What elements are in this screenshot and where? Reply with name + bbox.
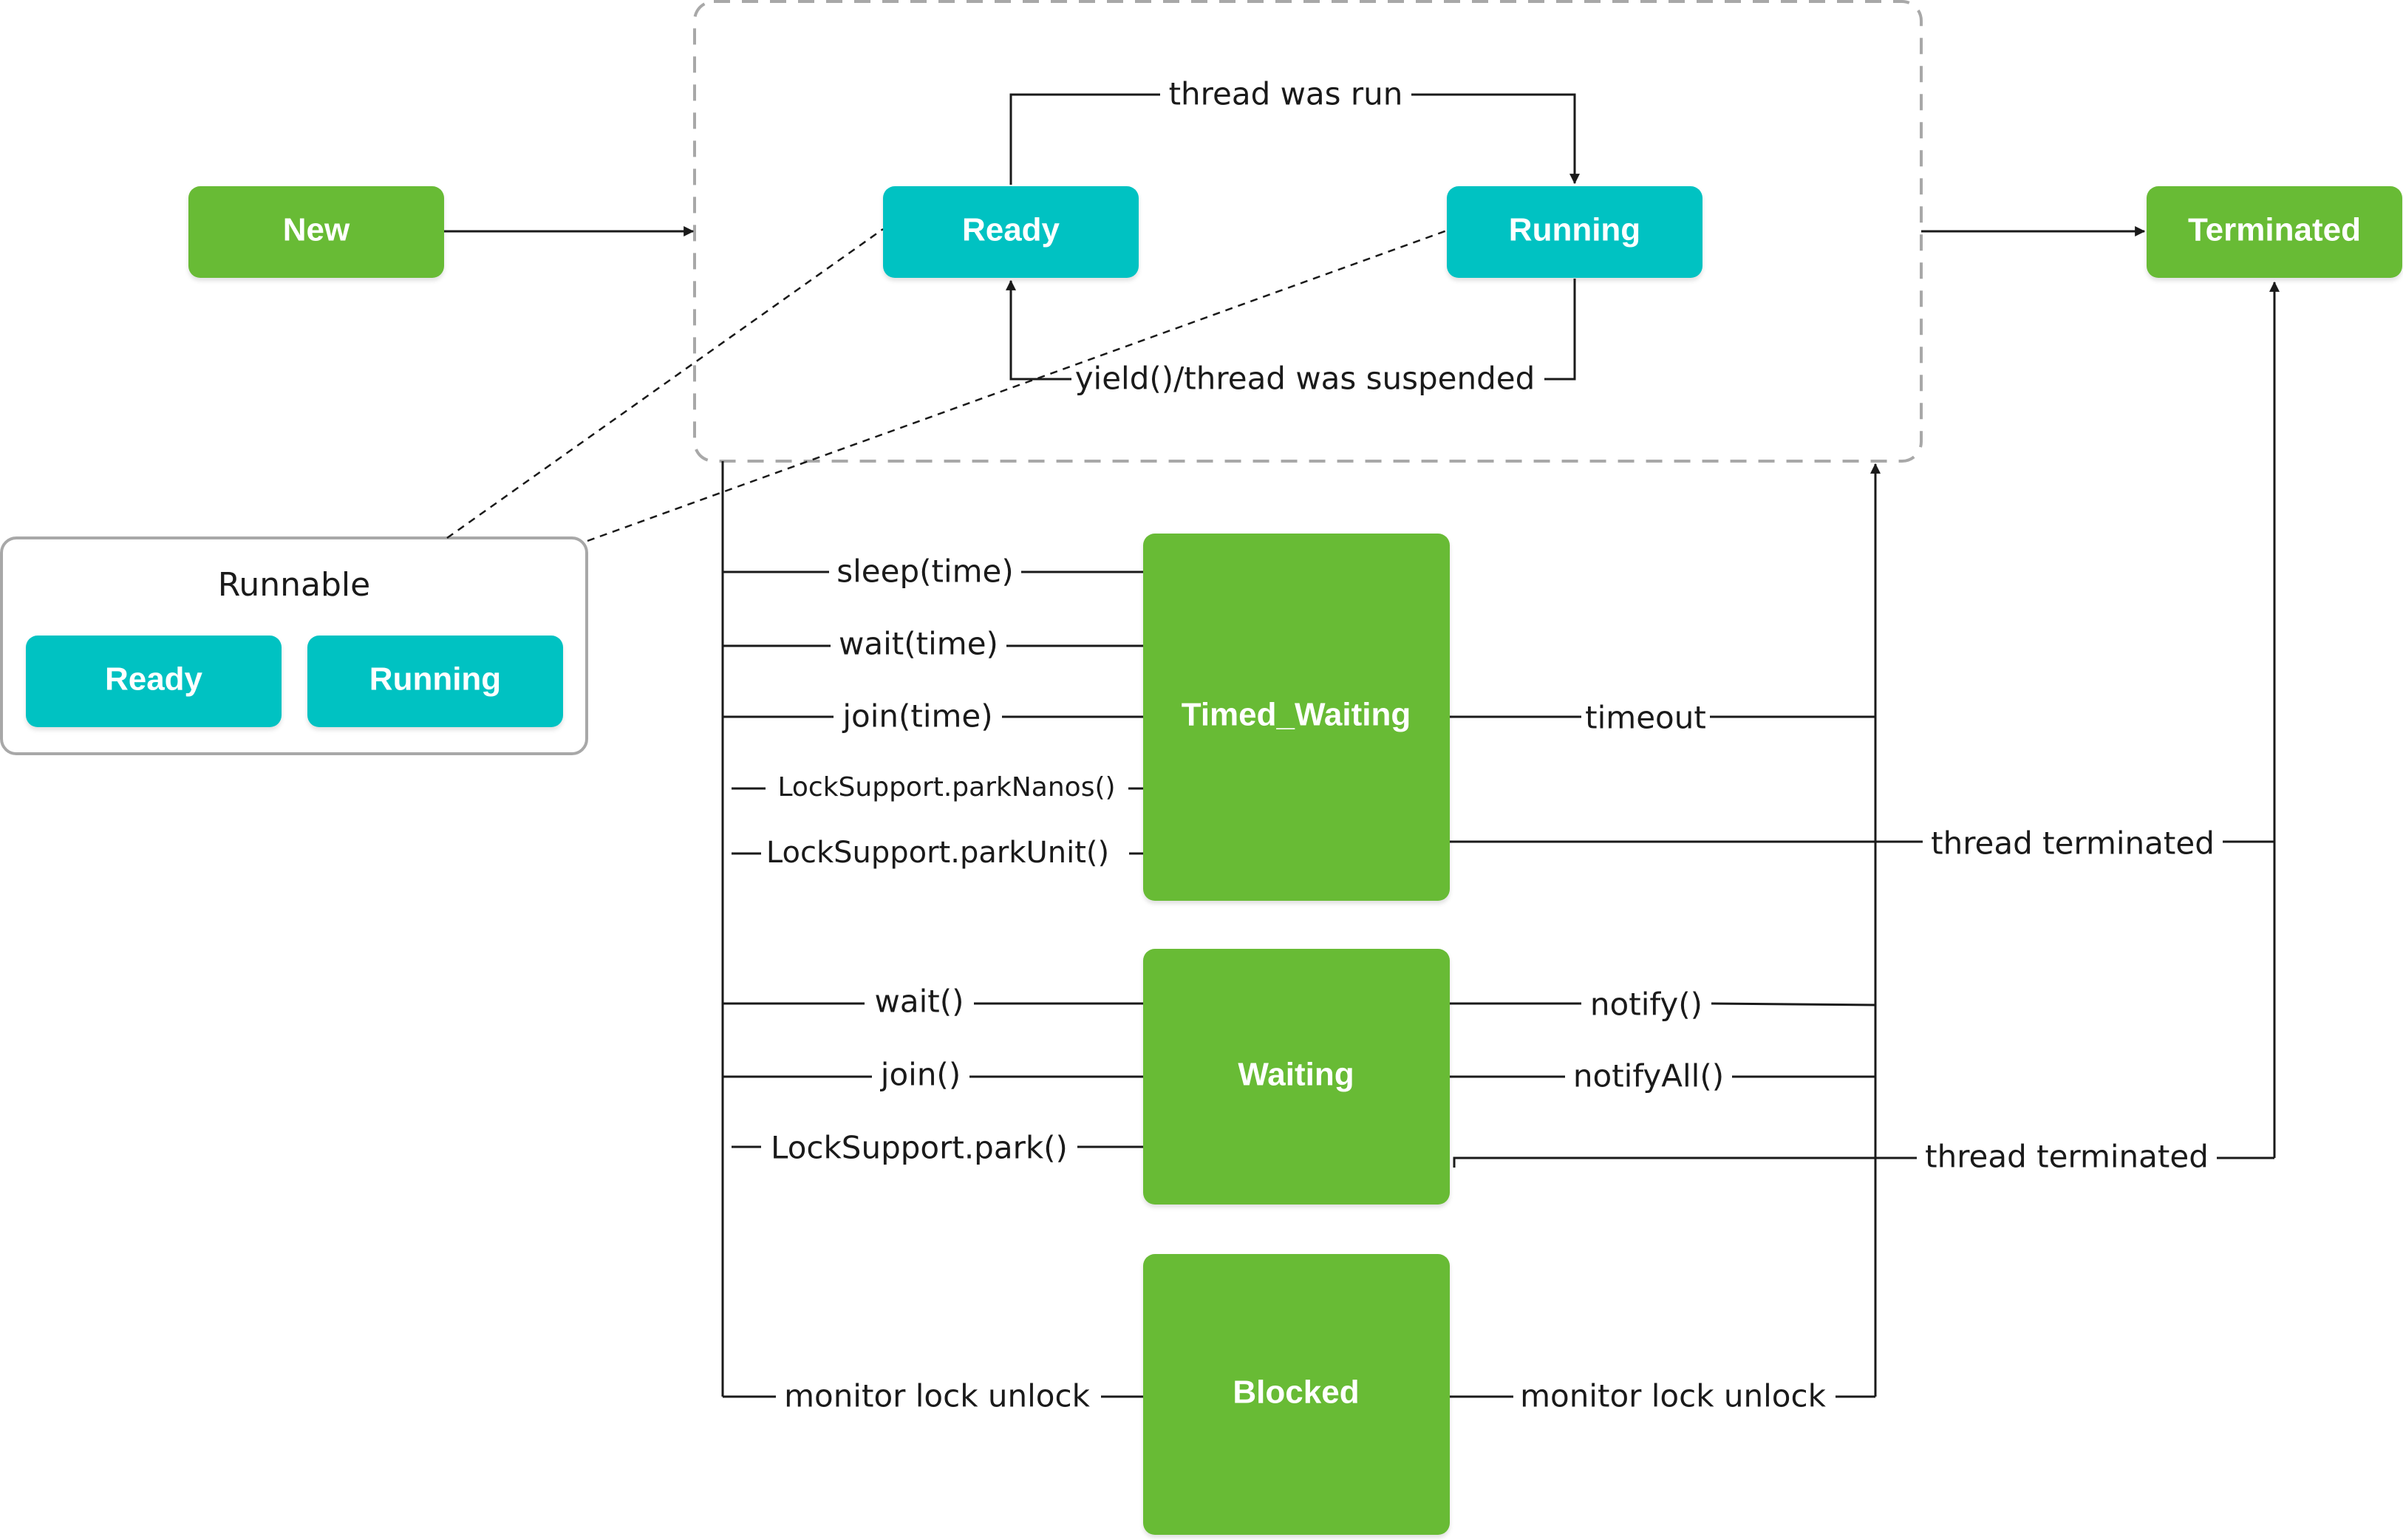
- node-new-label: New: [283, 212, 350, 248]
- node-new[interactable]: New: [188, 186, 444, 278]
- legend-ready: Ready: [26, 636, 282, 727]
- label-wait-time: wait(time): [839, 626, 998, 662]
- legend-title: Runnable: [218, 566, 370, 604]
- label-monitor-lock-left: monitor lock unlock: [784, 1378, 1091, 1414]
- label-park: LockSupport.park(): [771, 1130, 1068, 1166]
- edge-running-to-ready: [1011, 279, 1576, 381]
- runnable-group-border: [693, 0, 1923, 463]
- label-park-nanos: LockSupport.parkNanos(): [777, 772, 1115, 803]
- label-notify-all: notifyAll(): [1573, 1058, 1724, 1094]
- label-thread-was-run: thread was run: [1169, 76, 1403, 112]
- edge-notify: [1450, 1002, 1876, 1006]
- edge-thread-terminated-2: [1453, 1156, 2274, 1168]
- label-thread-terminated-2: thread terminated: [1925, 1139, 2209, 1175]
- label-join: join(): [880, 1057, 961, 1093]
- label-park-unit: LockSupport.parkUnit(): [766, 836, 1109, 870]
- node-timed-waiting-label: Timed_Waiting: [1182, 697, 1411, 733]
- label-thread-terminated-1: thread terminated: [1931, 825, 2215, 862]
- node-ready-label: Ready: [962, 212, 1060, 248]
- label-join-time: join(time): [842, 698, 992, 735]
- node-waiting-label: Waiting: [1238, 1057, 1354, 1093]
- label-yield-suspended: yield()/thread was suspended: [1075, 361, 1535, 397]
- node-blocked-label: Blocked: [1233, 1374, 1359, 1411]
- label-monitor-lock-right: monitor lock unlock: [1520, 1378, 1827, 1414]
- node-blocked[interactable]: Blocked: [1143, 1254, 1450, 1535]
- edge-ready-to-running: [1009, 93, 1575, 185]
- legend-link-running: [587, 229, 1448, 542]
- node-running-label: Running: [1509, 212, 1640, 248]
- legend-running: Running: [307, 636, 563, 727]
- legend-ready-label: Ready: [105, 661, 203, 698]
- legend-link-ready: [446, 228, 884, 539]
- label-sleep-time: sleep(time): [836, 553, 1014, 590]
- label-wait: wait(): [875, 984, 964, 1020]
- node-waiting[interactable]: Waiting: [1143, 949, 1450, 1205]
- node-ready[interactable]: Ready: [883, 186, 1139, 278]
- label-notify: notify(): [1590, 987, 1702, 1023]
- node-terminated-label: Terminated: [2188, 212, 2361, 248]
- label-timeout: timeout: [1585, 700, 1706, 736]
- node-timed-waiting[interactable]: Timed_Waiting: [1143, 534, 1450, 901]
- legend-running-label: Running: [369, 661, 501, 698]
- node-running[interactable]: Running: [1447, 186, 1702, 278]
- node-terminated[interactable]: Terminated: [2147, 186, 2402, 278]
